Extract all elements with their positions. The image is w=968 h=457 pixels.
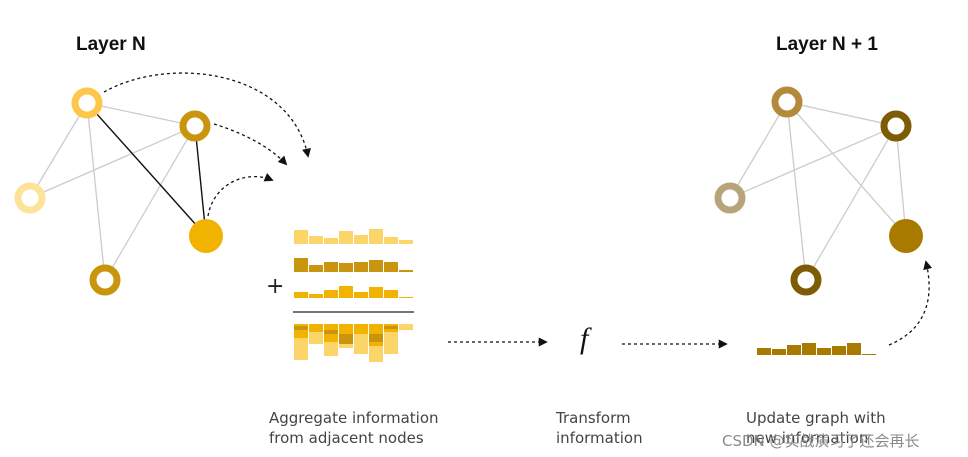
message-arrows <box>103 72 311 217</box>
updated-vector <box>757 343 876 355</box>
node-d <box>89 264 121 296</box>
layer-n1-edges <box>729 101 907 281</box>
layer-n-edges <box>29 102 207 281</box>
layer-n1-title: Layer N + 1 <box>776 34 878 55</box>
node-a <box>71 87 103 119</box>
feature-vector-2 <box>294 258 413 272</box>
node-target-updated <box>889 219 923 253</box>
function-symbol: f <box>580 322 589 355</box>
node-a-updated <box>771 86 803 118</box>
node-target <box>189 219 223 253</box>
update-caption: Update graph with new information <box>746 409 886 447</box>
node-d-updated <box>790 264 822 296</box>
pipeline-arrows <box>448 260 933 349</box>
plus-sign: + <box>266 274 285 299</box>
transform-caption: Transform information <box>556 409 643 447</box>
node-b-updated <box>880 110 912 142</box>
aggregated-vector <box>294 324 413 362</box>
node-c-updated <box>714 182 746 214</box>
aggregate-caption: Aggregate information from adjacent node… <box>269 409 439 447</box>
watermark: CSDN @实战演习了还会再长 <box>722 432 920 450</box>
node-c <box>14 182 46 214</box>
layer-n-title: Layer N <box>76 34 146 55</box>
feature-vector-1 <box>294 229 413 244</box>
node-b <box>179 110 211 142</box>
feature-vector-3 <box>294 286 413 298</box>
